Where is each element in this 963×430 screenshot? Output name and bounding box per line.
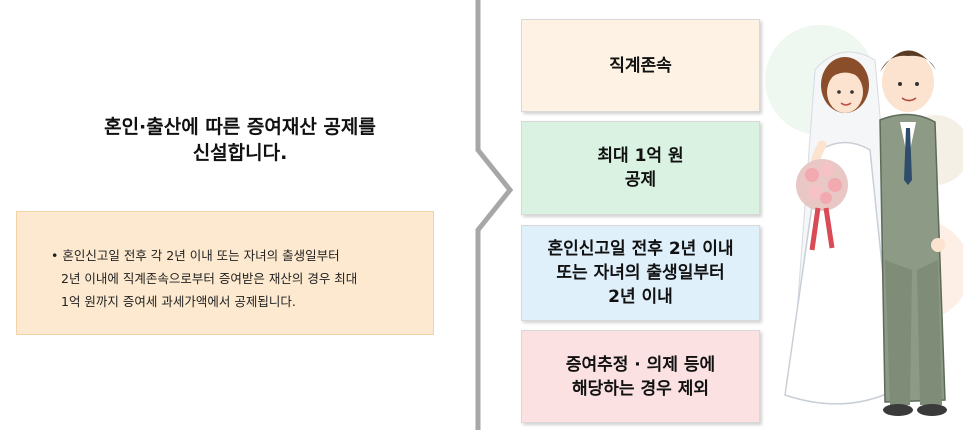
card-1-line-1: 직계존속 xyxy=(609,55,672,76)
card-3-line-3: 2년 이내 xyxy=(608,287,673,307)
chevron-divider-icon xyxy=(475,0,514,430)
card-period: 혼인신고일 전후 2년 이내 또는 자녀의 출생일부터 2년 이내 xyxy=(521,225,760,321)
card-3-line-1: 혼인신고일 전후 2년 이내 xyxy=(547,239,734,259)
note-box: • 혼인신고일 전후 각 2년 이내 또는 자녀의 출생일부터 2년 이내에 직… xyxy=(16,211,434,335)
headline: 혼인·출산에 따른 증여재산 공제를 신설합니다. xyxy=(40,114,440,166)
card-max-deduction: 최대 1억 원 공제 xyxy=(521,121,760,215)
card-3-line-2: 또는 자녀의 출생일부터 xyxy=(556,263,725,283)
note-text: • 혼인신고일 전후 각 2년 이내 또는 자녀의 출생일부터 2년 이내에 직… xyxy=(51,244,421,313)
note-line-2: 2년 이내에 직계존속으로부터 증여받은 재산의 경우 최대 xyxy=(61,271,358,286)
card-2-line-1: 최대 1억 원 xyxy=(597,146,684,166)
wedding-couple-illustration xyxy=(765,25,963,416)
left-panel: 혼인·출산에 따른 증여재산 공제를 신설합니다. • 혼인신고일 전후 각 2… xyxy=(0,0,478,430)
card-lineal-ascendant: 직계존속 xyxy=(521,19,760,112)
card-4-line-2: 해당하는 경우 제외 xyxy=(572,378,709,399)
note-line-3: 1억 원까지 증여세 과세가액에서 공제됩니다. xyxy=(61,294,296,309)
card-exclusion: 증여추정 · 의제 등에 해당하는 경우 제외 xyxy=(521,330,760,423)
note-line-1: • 혼인신고일 전후 각 2년 이내 또는 자녀의 출생일부터 xyxy=(51,248,340,263)
card-4-line-1: 증여추정 · 의제 등에 xyxy=(565,354,716,375)
headline-line-1: 혼인·출산에 따른 증여재산 공제를 xyxy=(104,116,376,138)
headline-line-2: 신설합니다. xyxy=(192,142,288,164)
card-2-line-2: 공제 xyxy=(624,170,657,190)
